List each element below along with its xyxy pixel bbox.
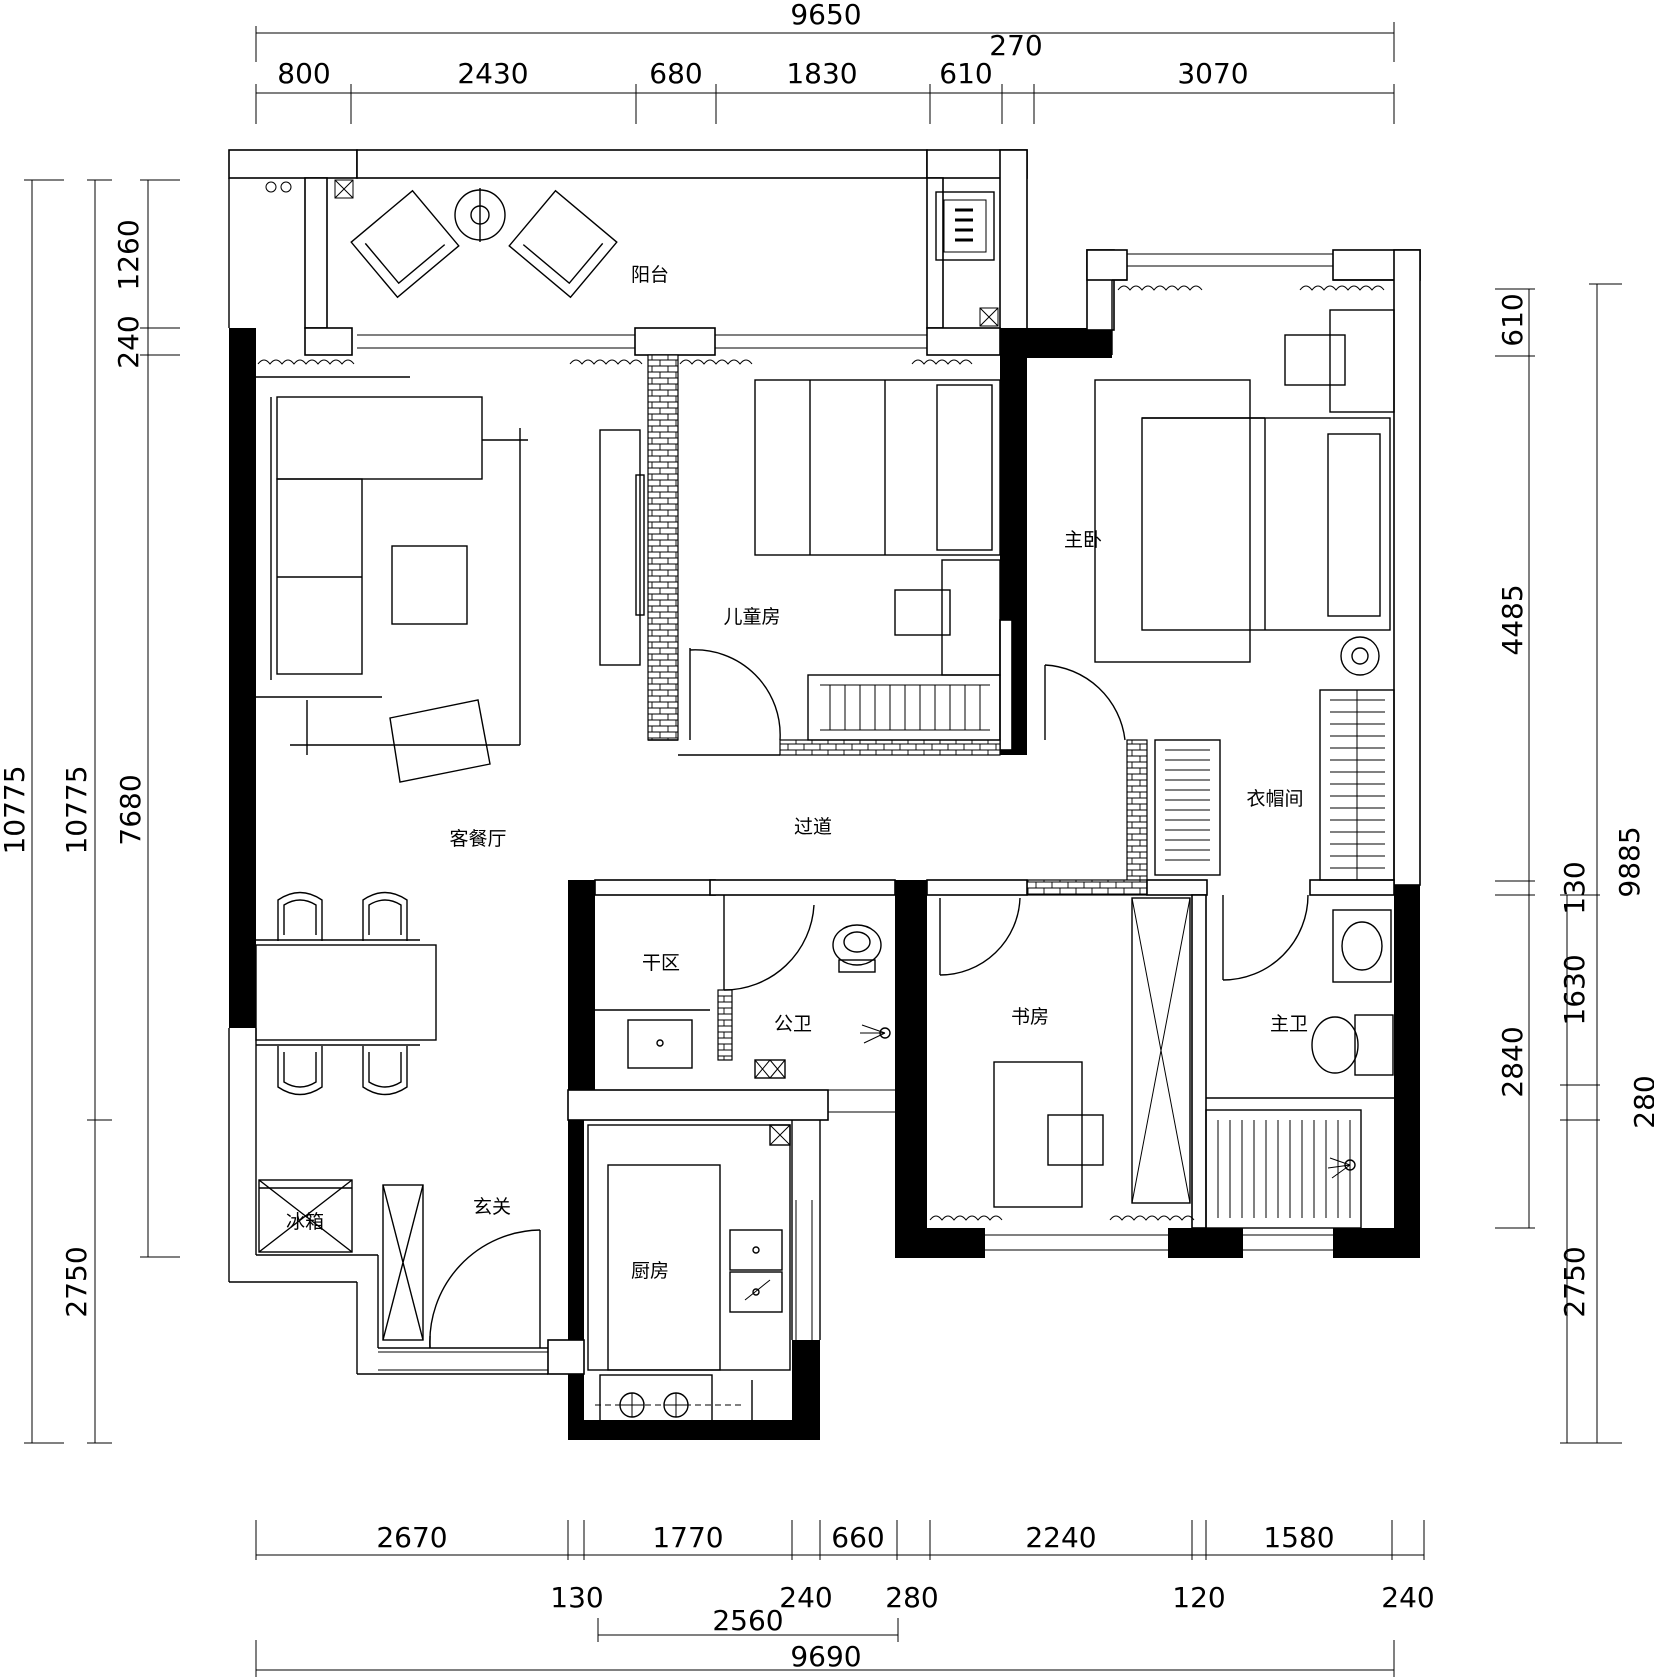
dim-right-280: 280 [1628, 1075, 1654, 1128]
label-public-bath: 公卫 [774, 1013, 812, 1035]
dim-bottom-240a: 240 [779, 1581, 832, 1614]
label-kitchen: 厨房 [631, 1260, 669, 1282]
label-cloakroom: 衣帽间 [1246, 788, 1303, 810]
room-labels: 阳台 客餐厅 儿童房 主卧 过道 衣帽间 干区 公卫 书房 主卫 玄关 冰箱 厨… [286, 264, 1308, 1282]
label-dry-area: 干区 [642, 952, 680, 974]
label-balcony: 阳台 [631, 264, 669, 286]
dim-right-130: 130 [1558, 861, 1591, 914]
label-master-bedroom: 主卧 [1064, 529, 1102, 551]
dim-bottom-2240: 2240 [1025, 1521, 1096, 1554]
dim-right-610: 610 [1496, 293, 1529, 346]
label-study: 书房 [1011, 1006, 1049, 1028]
dim-top-270: 270 [989, 29, 1042, 62]
dim-right-9885: 9885 [1613, 826, 1646, 897]
dim-right-2750: 2750 [1558, 1246, 1591, 1317]
dim-top-680: 680 [649, 57, 702, 90]
dim-bottom-total: 9690 [790, 1640, 861, 1673]
master-bath-fixtures [1205, 894, 1394, 1229]
dim-left-2750: 2750 [60, 1246, 93, 1317]
walls [228, 149, 1421, 1440]
dim-bottom-130: 130 [550, 1581, 603, 1614]
dim-bottom-1770: 1770 [652, 1521, 723, 1554]
label-living-dining: 客餐厅 [449, 828, 506, 850]
public-bath-fixtures [595, 895, 891, 1079]
dim-top-2430: 2430 [457, 57, 528, 90]
kitchen-fixtures [587, 1124, 791, 1440]
wardrobes [1154, 689, 1395, 881]
dim-right-4485: 4485 [1496, 584, 1529, 655]
label-master-bath: 主卫 [1270, 1013, 1308, 1035]
washer-icon [935, 191, 995, 261]
label-corridor: 过道 [794, 816, 832, 838]
dim-bottom-280: 280 [885, 1581, 938, 1614]
children-room-furniture [689, 379, 1001, 741]
study-furniture [939, 897, 1191, 1208]
dimension-lines [24, 22, 1622, 1677]
windows [357, 253, 1333, 1371]
dim-bottom-120: 120 [1172, 1581, 1225, 1614]
dim-right-2840: 2840 [1496, 1026, 1529, 1097]
drain-icons [265, 179, 999, 327]
dim-top-610: 610 [939, 57, 992, 90]
dim-top-3070: 3070 [1177, 57, 1248, 90]
dim-top-800: 800 [277, 57, 330, 90]
dim-bottom-2560: 2560 [712, 1604, 783, 1637]
shoe-cabinet [382, 1184, 424, 1341]
label-fridge: 冰箱 [286, 1211, 324, 1233]
dining-set [255, 891, 437, 1096]
dim-left-7680: 7680 [114, 774, 147, 845]
dim-bottom-240b: 240 [1381, 1581, 1434, 1614]
dim-left-240: 240 [112, 315, 145, 368]
label-children-room: 儿童房 [723, 606, 780, 628]
dim-left-outer: 10775 [0, 765, 31, 854]
fridge-icon [258, 1179, 353, 1253]
label-entrance: 玄关 [473, 1196, 511, 1218]
curtains [257, 285, 1385, 1221]
balcony-chairs [350, 188, 618, 299]
dim-bottom-1580: 1580 [1263, 1521, 1334, 1554]
entrance-door [429, 1229, 541, 1349]
dim-bottom-660: 660 [831, 1521, 884, 1554]
living-furniture [256, 376, 645, 783]
dim-right-1630: 1630 [1558, 954, 1591, 1025]
master-bedroom-furniture [1044, 309, 1395, 741]
dim-top-1830: 1830 [786, 57, 857, 90]
dim-left-1260: 1260 [112, 219, 145, 290]
dim-left-inner: 10775 [60, 765, 93, 854]
dim-bottom-2670: 2670 [376, 1521, 447, 1554]
dim-top-total: 9650 [790, 0, 861, 31]
